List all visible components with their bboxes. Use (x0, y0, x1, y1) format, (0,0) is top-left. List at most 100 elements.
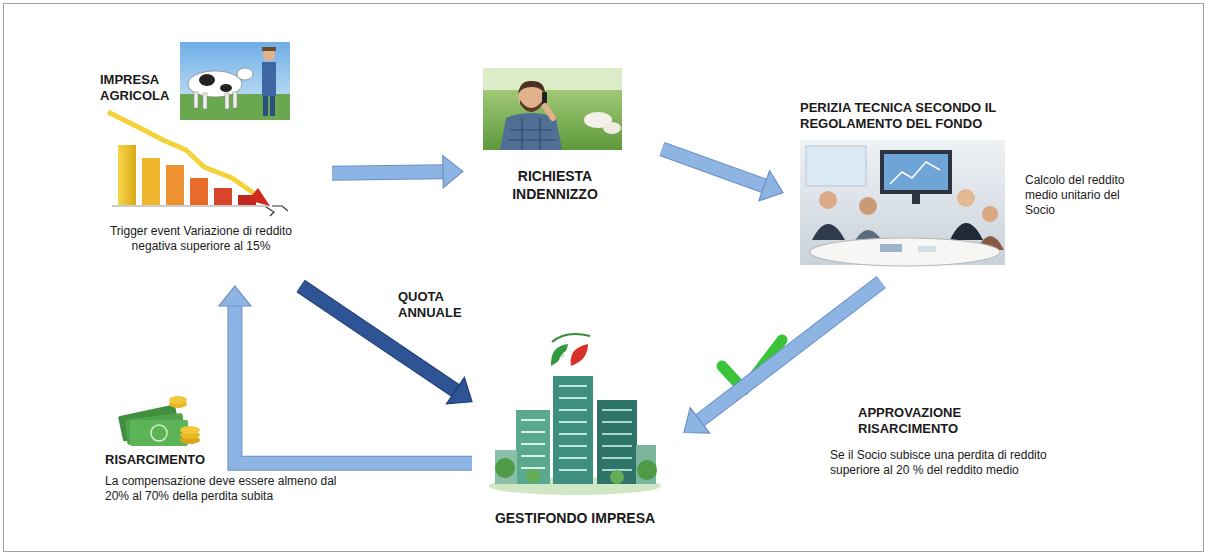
graphic-part (248, 188, 270, 206)
graphic-part (636, 445, 656, 484)
graphic-part (603, 122, 621, 134)
node-heading: GESTIFONDO IMPRESA (480, 510, 670, 528)
graphic-part (559, 386, 587, 470)
graphic-part (559, 350, 570, 362)
graphic-part (263, 96, 268, 116)
graphic-part (220, 84, 232, 92)
graphic-part (918, 246, 936, 252)
graphic-part (199, 74, 215, 86)
graphic-part (859, 197, 877, 215)
frame-border (4, 4, 1204, 552)
request-node: RICHIESTA INDENNIZZO (475, 65, 637, 205)
node-body: Calcolo del reddito medio unitario del S… (1025, 173, 1137, 218)
graphic-part (602, 410, 632, 470)
flow-arrow (662, 149, 783, 201)
graphic-part (262, 47, 276, 51)
graphic-part (597, 400, 637, 484)
money-picture (118, 396, 200, 446)
graphic-part (495, 458, 515, 478)
note-text: Se il Socio subisce una perdita di reddi… (830, 448, 1092, 478)
meeting-photo (800, 140, 1005, 266)
arrow-label: QUOTA ANNUALE (398, 289, 478, 322)
graphic-part (912, 194, 920, 204)
node-body: Trigger event Variazione di reddito nega… (109, 224, 293, 254)
graphic-part (190, 178, 208, 205)
graphic-part (483, 68, 622, 150)
graphic-part (880, 244, 902, 252)
arrow-shaft-outline (662, 149, 764, 186)
graphic-part (495, 450, 517, 484)
arrow-head (443, 156, 463, 188)
fund-buildings (489, 376, 661, 495)
graphic-part (225, 93, 229, 109)
arrow-head (684, 408, 710, 433)
phone-call-photo (483, 68, 622, 150)
graphic-part (142, 158, 160, 205)
arrow-shaft-outline (332, 172, 443, 174)
graphic-part (214, 188, 232, 205)
graphic-part (203, 93, 207, 109)
graphic-part (262, 62, 276, 96)
graphic-part (810, 238, 1000, 266)
graphic-part (130, 420, 188, 446)
node-heading: IMPRESA AGRICOLA (100, 72, 188, 105)
graphic-part (950, 223, 983, 240)
arrow-head (446, 377, 472, 404)
node-heading: RICHIESTA INDENNIZZO (475, 168, 635, 203)
graphic-part (483, 68, 622, 90)
arrow-shaft (700, 282, 881, 420)
graphic-part (518, 81, 545, 94)
arrow-shaft (332, 172, 443, 174)
graphic-part (194, 92, 198, 108)
node-heading: PERIZIA TECNICA SECONDO IL REGOLAMENTO D… (800, 100, 1052, 133)
arrow-shaft (235, 306, 472, 463)
graphic-part (637, 460, 657, 480)
graphic-part (151, 425, 167, 441)
arrow-label: APPROVAZIONE RISARCIMENTO (858, 405, 1033, 438)
graphic-part (806, 146, 866, 186)
graphic-part (545, 106, 553, 118)
graphic-part (270, 96, 275, 116)
graphic-part (180, 426, 200, 434)
graphic-part (520, 100, 543, 112)
graphic-part (571, 344, 588, 366)
note-text: La compensazione deve essere almeno dal … (105, 474, 345, 504)
graphic-part (166, 165, 184, 205)
flow-arrow (332, 156, 463, 188)
graphic-part (551, 344, 568, 366)
graphic-part (108, 112, 255, 194)
graphic-part (516, 410, 550, 484)
arrow-shaft (662, 149, 764, 186)
arrow-shaft-outline (235, 306, 472, 463)
falling-bar-chart (108, 112, 288, 216)
graphic-part (233, 92, 237, 108)
cow-photo (180, 42, 290, 120)
flow-arrow (301, 286, 472, 404)
graphic-part (800, 140, 1005, 265)
graphic-part (112, 206, 270, 207)
graphic-part (526, 469, 540, 483)
graphic-part (118, 145, 136, 205)
graphic-part (266, 206, 288, 216)
graphic-part (812, 224, 845, 240)
arrow-head (759, 171, 783, 201)
arrow-head (219, 286, 251, 306)
fund-node: GESTIFONDO IMPRESA (480, 330, 672, 535)
arrow-label: RISARCIMENTO (105, 452, 205, 468)
graphic-part (884, 154, 948, 190)
graphic-part (552, 334, 590, 342)
appraisal-node: PERIZIA TECNICA SECONDO IL REGOLAMENTO D… (795, 98, 1140, 270)
arrow-shaft-outline (700, 282, 881, 420)
graphic-part (610, 470, 624, 484)
graphic-part (169, 396, 187, 404)
graphic-part (508, 118, 556, 150)
graphic-part (180, 42, 290, 120)
graphic-part (957, 189, 975, 207)
flow-arrow (684, 282, 881, 433)
graphic-part (237, 68, 253, 80)
graphic-part (521, 420, 545, 468)
graphic-part (890, 162, 940, 184)
farm-node: IMPRESA AGRICOLA Trigger event Variazione… (95, 40, 307, 278)
